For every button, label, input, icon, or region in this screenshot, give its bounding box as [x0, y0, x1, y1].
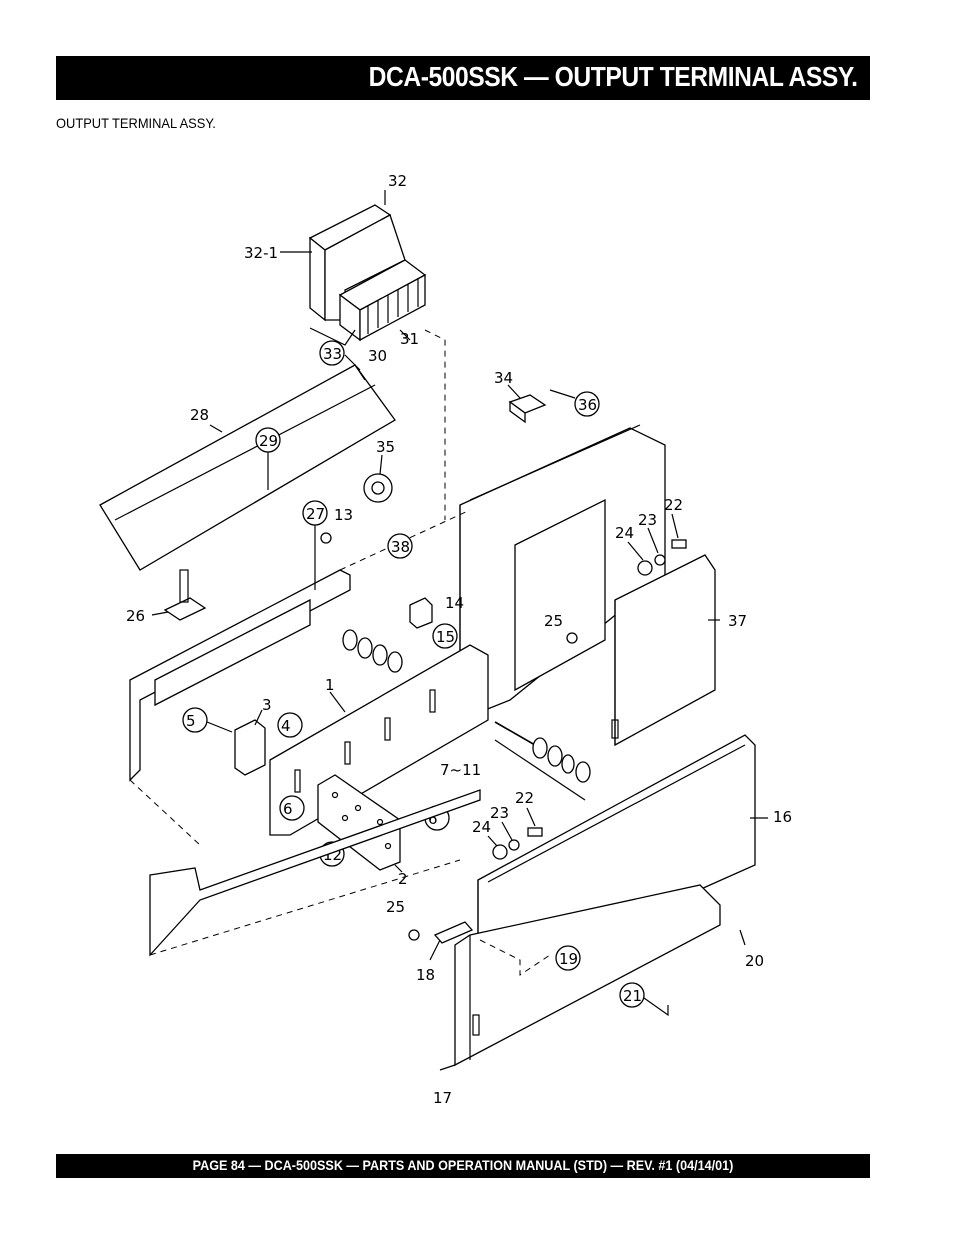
leader-3 — [254, 709, 263, 726]
callout-7-11: 7~11 — [440, 761, 481, 779]
mount-26 — [163, 569, 207, 621]
leader-28 — [209, 424, 223, 433]
title-bar: DCA-500SSK — OUTPUT TERMINAL ASSY. — [56, 56, 870, 100]
callout-4: 4 — [281, 717, 291, 735]
callout-2: 2 — [398, 870, 408, 888]
hardware-stack-lower — [492, 827, 543, 860]
callout-25-upper: 25 — [544, 612, 563, 630]
callout-36: 36 — [578, 396, 597, 414]
callout-3: 3 — [262, 696, 272, 714]
cover-rail — [99, 364, 396, 571]
callout-22-lower: 22 — [515, 789, 534, 807]
callout-6-left-circle — [279, 795, 305, 821]
callout-30: 30 — [368, 347, 387, 365]
leader-31 — [399, 329, 411, 341]
bolt-assembly-7-11 — [494, 721, 591, 801]
callout-5-circle — [182, 707, 208, 733]
leader-5 — [206, 721, 233, 733]
callout-6-left: 6 — [283, 800, 293, 818]
callout-24-upper: 24 — [615, 524, 634, 542]
leader-23-lower — [501, 821, 513, 841]
section-subtitle: OUTPUT TERMINAL ASSY. — [56, 115, 216, 131]
side-panel-37 — [611, 554, 716, 747]
leader-22-upper — [671, 513, 679, 539]
page-title: DCA-500SSK — OUTPUT TERMINAL ASSY. — [369, 61, 858, 92]
callout-28: 28 — [190, 406, 209, 424]
callout-31: 31 — [400, 330, 419, 348]
main-frame — [129, 509, 471, 846]
callout-15: 15 — [436, 628, 455, 646]
callout-6-right: 6 — [428, 810, 438, 828]
callout-23-upper: 23 — [638, 511, 657, 529]
leader-1 — [329, 691, 346, 713]
leader-24-lower — [487, 835, 498, 847]
leader-23-upper — [647, 527, 659, 554]
callout-35: 35 — [376, 438, 395, 456]
leader-18 — [429, 939, 441, 961]
terminal-plate-2 — [317, 774, 401, 871]
callout-18: 18 — [416, 966, 435, 984]
leader-34 — [507, 384, 521, 399]
dashed-guide-terminal — [424, 329, 446, 520]
leader-33 — [344, 354, 366, 381]
footer-text: PAGE 84 — DCA-500SSK — PARTS AND OPERATI… — [192, 1157, 734, 1173]
callout-36-circle — [574, 391, 600, 417]
part-35-receptacle — [363, 473, 393, 503]
callout-17: 17 — [433, 1089, 452, 1107]
lower-front-frame — [149, 789, 481, 957]
leader-26 — [151, 611, 169, 616]
callout-29: 29 — [259, 432, 278, 450]
insulator-stack — [342, 629, 403, 673]
callout-32: 32 — [388, 172, 407, 190]
clamp-3 — [234, 719, 266, 776]
callout-14: 14 — [445, 594, 464, 612]
callout-32-1: 32-1 — [244, 244, 278, 262]
screw-13 — [320, 532, 332, 544]
callout-23-lower: 23 — [490, 804, 509, 822]
callout-4-circle — [277, 712, 303, 738]
leader-36 — [549, 389, 576, 399]
leader-24-upper — [627, 541, 644, 561]
leader-35 — [379, 454, 383, 475]
callout-37: 37 — [728, 612, 747, 630]
leader-20 — [739, 929, 746, 946]
callout-16: 16 — [773, 808, 792, 826]
hardware-stack-upper — [637, 539, 687, 576]
bracket-14 — [409, 597, 433, 629]
callout-26: 26 — [126, 607, 145, 625]
callout-5: 5 — [186, 712, 196, 730]
callout-1: 1 — [325, 676, 335, 694]
footer-bar: PAGE 84 — DCA-500SSK — PARTS AND OPERATI… — [56, 1154, 870, 1178]
terminal-block-strip — [338, 259, 427, 342]
leader-21 — [643, 997, 669, 1017]
callout-38-circle — [387, 533, 413, 559]
callout-25-lower: 25 — [386, 898, 405, 916]
part-34-connector — [508, 394, 547, 424]
callout-24-lower: 24 — [472, 818, 491, 836]
callout-21: 21 — [623, 987, 642, 1005]
callout-15-circle — [432, 623, 458, 649]
callout-33-circle — [319, 340, 345, 366]
leader-22-lower — [526, 807, 536, 827]
callout-20: 20 — [745, 952, 764, 970]
callout-13: 13 — [334, 506, 353, 524]
callout-21-circle — [619, 982, 645, 1008]
leader-17 — [439, 1064, 456, 1071]
callout-19: 19 — [559, 950, 578, 968]
callout-27: 27 — [306, 505, 325, 523]
leader-30 — [309, 327, 356, 346]
callout-19-circle — [555, 945, 581, 971]
callout-33: 33 — [323, 345, 342, 363]
callout-38: 38 — [391, 538, 410, 556]
leader-2 — [394, 864, 403, 873]
nut-25-lower — [408, 929, 420, 941]
callout-34: 34 — [494, 369, 513, 387]
callout-22-upper: 22 — [664, 496, 683, 514]
nut-25-upper — [566, 632, 578, 644]
